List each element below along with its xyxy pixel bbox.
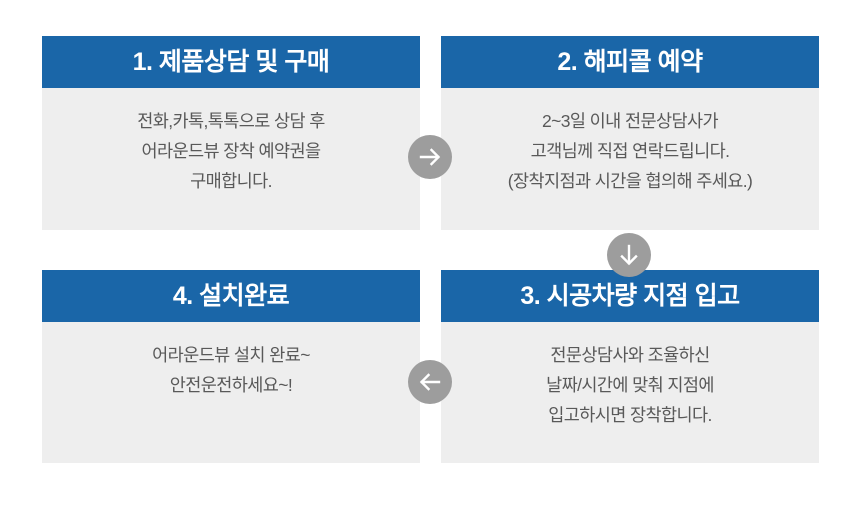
step-3-line-2: 날짜/시간에 맞춰 지점에: [546, 375, 714, 395]
step-2-body: 2~3일 이내 전문상담사가 고객님께 직접 연락드립니다. (장착지점과 시간…: [441, 88, 819, 230]
step-2-line-1: 2~3일 이내 전문상담사가: [542, 111, 719, 131]
step-3-body: 전문상담사와 조율하신 날짜/시간에 맞춰 지점에 입고하시면 장착합니다.: [441, 322, 819, 463]
step-1-line-3: 구매합니다.: [190, 171, 272, 191]
step-1-body: 전화,카톡,톡톡으로 상담 후 어라운드뷰 장착 예약권을 구매합니다.: [42, 88, 420, 230]
arrow-right-icon: [408, 135, 452, 179]
step-card-1: 1. 제품상담 및 구매 전화,카톡,톡톡으로 상담 후 어라운드뷰 장착 예약…: [42, 36, 420, 230]
step-1-line-2: 어라운드뷰 장착 예약권을: [141, 141, 321, 161]
step-2-line-2: 고객님께 직접 연락드립니다.: [530, 141, 730, 161]
step-4-header: 4. 설치완료: [42, 270, 420, 322]
step-4-body: 어라운드뷰 설치 완료~ 안전운전하세요~!: [42, 322, 420, 463]
step-1-line-1: 전화,카톡,톡톡으로 상담 후: [137, 111, 325, 131]
step-3-header: 3. 시공차량 지점 입고: [441, 270, 819, 322]
step-card-2: 2. 해피콜 예약 2~3일 이내 전문상담사가 고객님께 직접 연락드립니다.…: [441, 36, 819, 230]
step-2-line-3: (장착지점과 시간을 협의해 주세요.): [507, 171, 753, 191]
step-card-3: 3. 시공차량 지점 입고 전문상담사와 조율하신 날짜/시간에 맞춰 지점에 …: [441, 270, 819, 463]
step-4-line-2: 안전운전하세요~!: [169, 375, 293, 395]
step-1-header: 1. 제품상담 및 구매: [42, 36, 420, 88]
step-2-header: 2. 해피콜 예약: [441, 36, 819, 88]
arrow-left-icon: [408, 360, 452, 404]
step-4-line-1: 어라운드뷰 설치 완료~: [152, 345, 310, 365]
step-card-4: 4. 설치완료 어라운드뷰 설치 완료~ 안전운전하세요~!: [42, 270, 420, 463]
step-3-line-1: 전문상담사와 조율하신: [550, 345, 710, 365]
step-3-line-3: 입고하시면 장착합니다.: [548, 405, 712, 425]
arrow-down-icon: [607, 233, 651, 277]
